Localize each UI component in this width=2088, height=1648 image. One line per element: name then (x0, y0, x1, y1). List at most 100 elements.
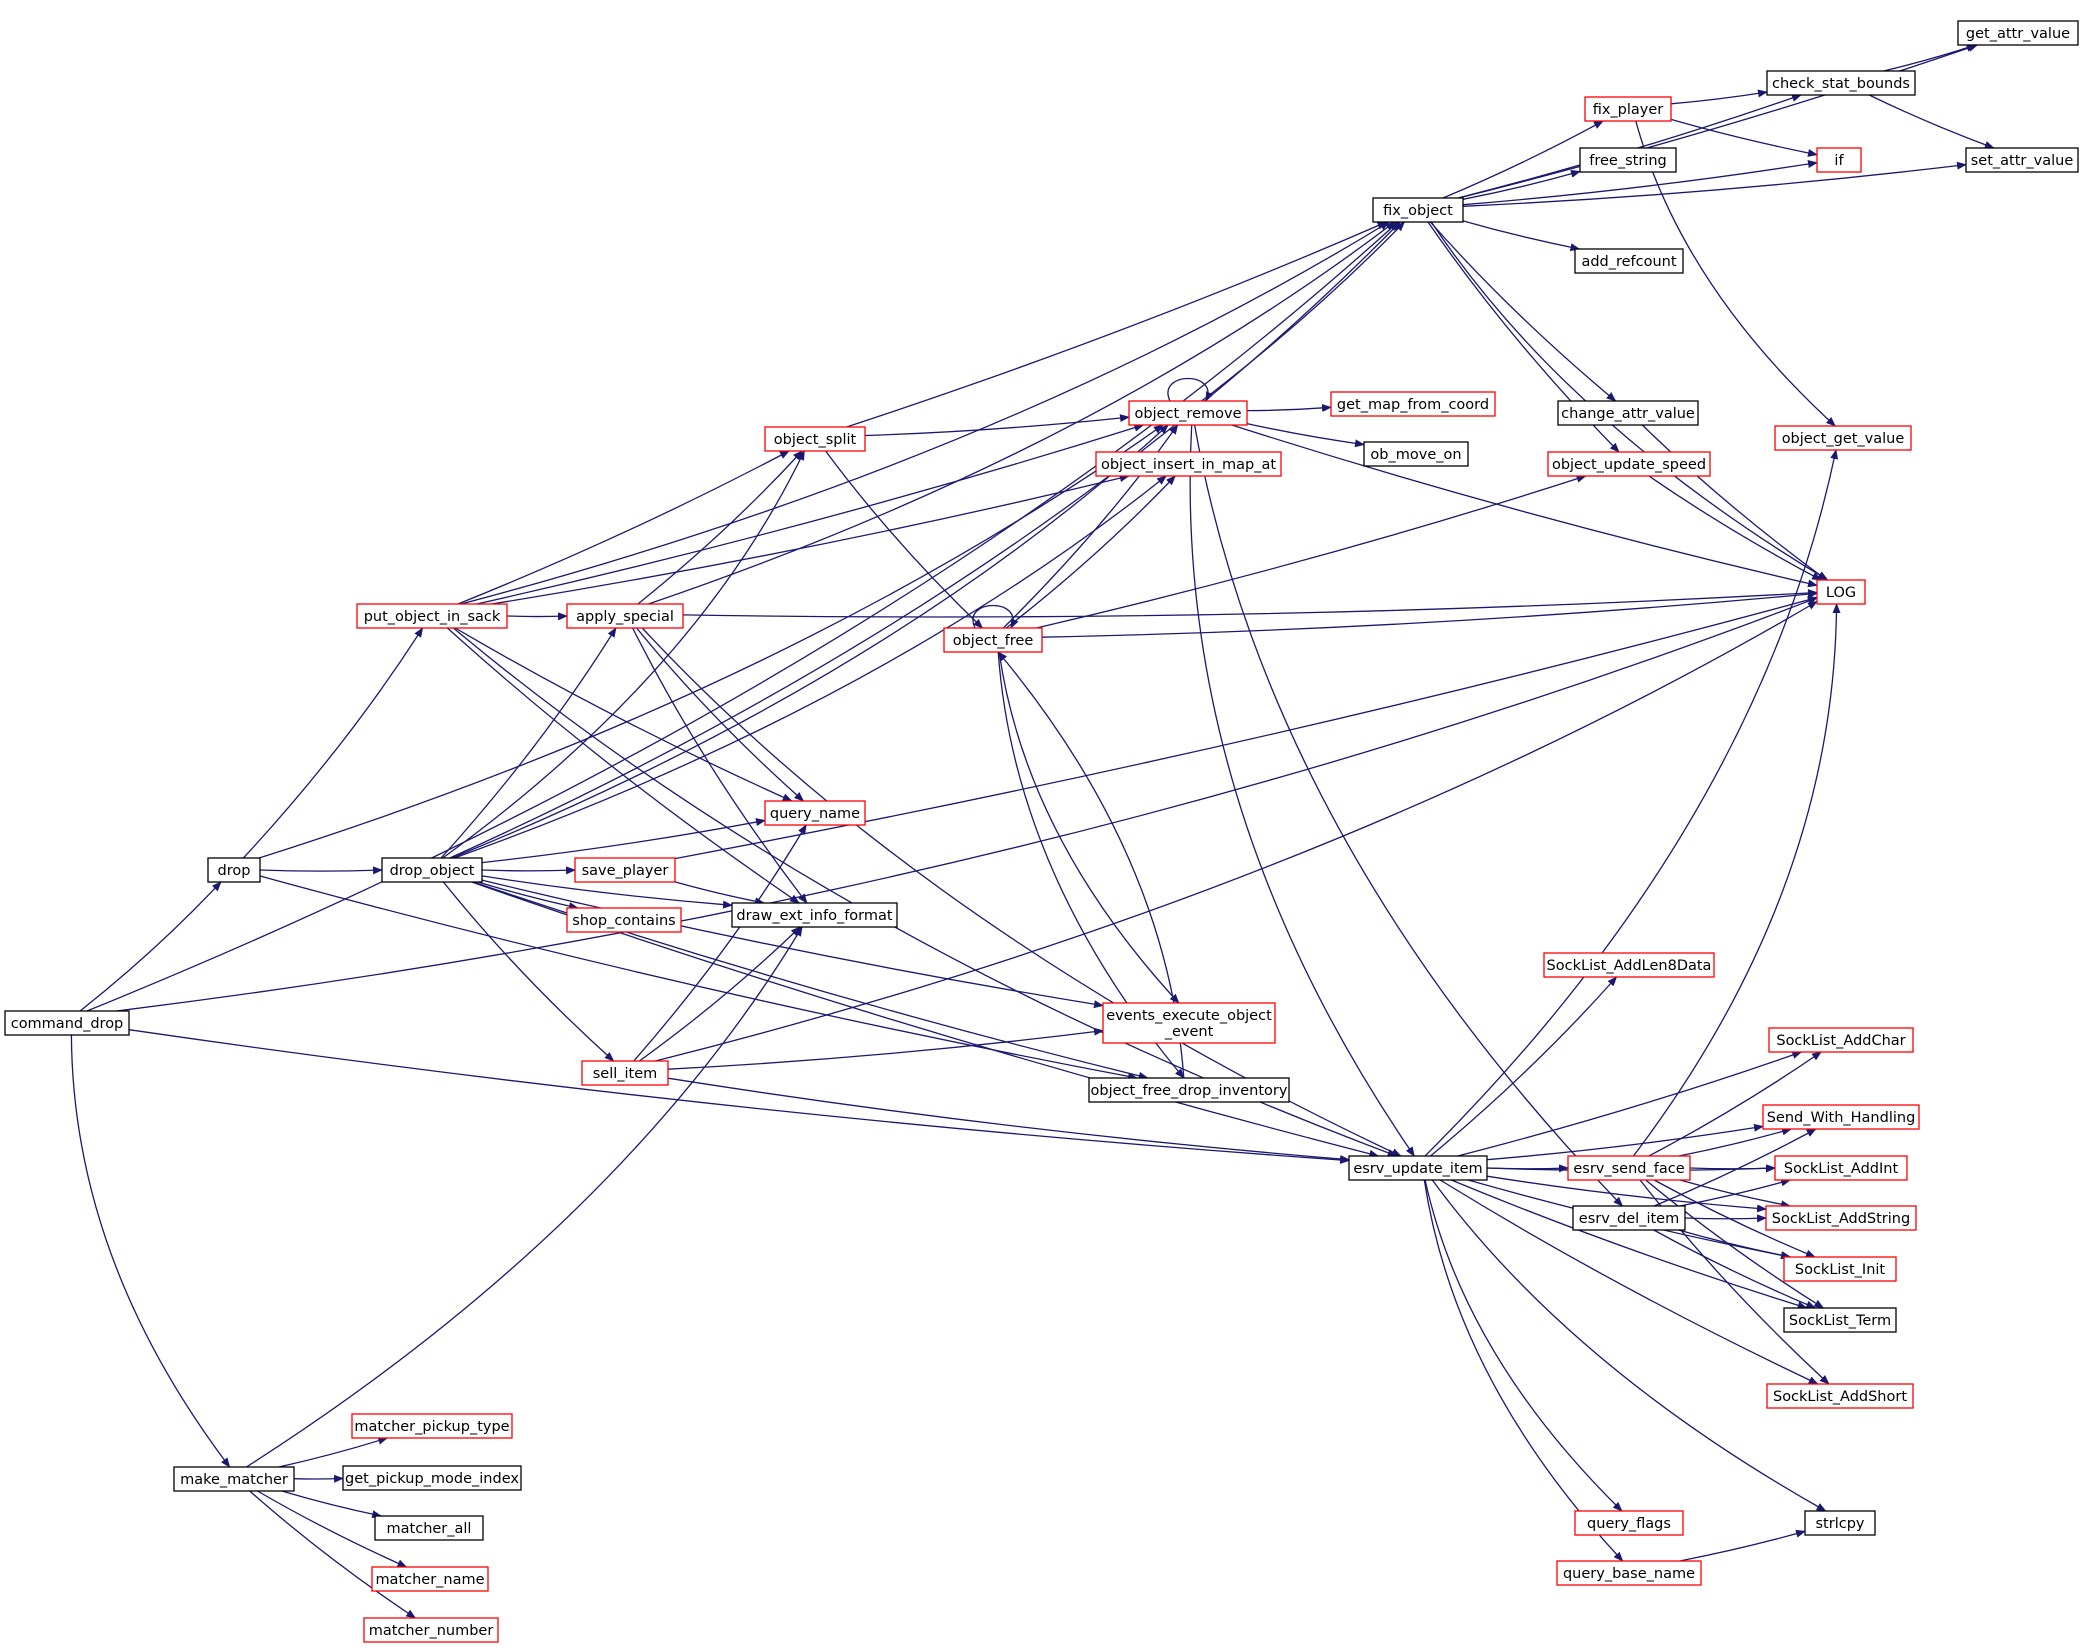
node-box[interactable] (764, 800, 866, 826)
node-box[interactable] (1816, 579, 1866, 605)
node-box[interactable] (1095, 451, 1282, 477)
node-box[interactable] (371, 1566, 489, 1592)
node-object_remove[interactable]: object_remove (1128, 400, 1248, 426)
node-esrv_update_item[interactable]: esrv_update_item (1348, 1155, 1488, 1181)
node-matcher_name[interactable]: matcher_name (371, 1566, 489, 1592)
node-events_execute_object_event[interactable]: events_execute_object_event (1102, 1002, 1276, 1044)
node-box[interactable] (381, 857, 483, 883)
node-check_stat_bounds[interactable]: check_stat_bounds (1766, 70, 1916, 96)
node-sell_item[interactable]: sell_item (581, 1060, 669, 1086)
node-box[interactable] (1768, 1027, 1914, 1053)
node-fix_player[interactable]: fix_player (1584, 96, 1672, 122)
node-box[interactable] (1547, 451, 1711, 477)
node-box[interactable] (1102, 1002, 1276, 1044)
node-box[interactable] (1584, 96, 1672, 122)
node-box[interactable] (1957, 20, 2079, 46)
node-apply_special[interactable]: apply_special (566, 603, 684, 629)
node-add_refcount[interactable]: add_refcount (1574, 248, 1684, 274)
node-get_pickup_mode_index[interactable]: get_pickup_mode_index (342, 1465, 522, 1491)
node-matcher_all[interactable]: matcher_all (374, 1515, 484, 1541)
node-free_string[interactable]: free_string (1579, 147, 1677, 173)
node-get_attr_value[interactable]: get_attr_value (1957, 20, 2079, 46)
node-box[interactable] (1543, 952, 1715, 978)
node-box[interactable] (4, 1010, 130, 1036)
node-box[interactable] (1572, 1205, 1686, 1231)
node-object_free[interactable]: object_free (943, 627, 1043, 653)
node-box[interactable] (1574, 248, 1684, 274)
node-box[interactable] (1088, 1077, 1290, 1103)
node-box[interactable] (1766, 1383, 1914, 1409)
node-box[interactable] (351, 1413, 513, 1439)
node-box[interactable] (1556, 1560, 1702, 1586)
node-matcher_pickup_type[interactable]: matcher_pickup_type (351, 1413, 513, 1439)
node-box[interactable] (356, 603, 508, 629)
node-box[interactable] (731, 902, 898, 928)
node-box[interactable] (764, 426, 866, 452)
node-strlcpy[interactable]: strlcpy (1804, 1510, 1876, 1536)
node-SockList_Term[interactable]: SockList_Term (1783, 1307, 1897, 1333)
node-box[interactable] (1774, 425, 1912, 451)
node-SockList_AddString[interactable]: SockList_AddString (1765, 1205, 1917, 1231)
node-box[interactable] (1762, 1104, 1920, 1130)
node-object_get_value[interactable]: object_get_value (1774, 425, 1912, 451)
node-object_split[interactable]: object_split (764, 426, 866, 452)
node-box[interactable] (566, 907, 682, 933)
node-box[interactable] (374, 1515, 484, 1541)
node-box[interactable] (173, 1466, 295, 1492)
node-esrv_send_face[interactable]: esrv_send_face (1567, 1155, 1691, 1181)
node-put_object_in_sack[interactable]: put_object_in_sack (356, 603, 508, 629)
node-box[interactable] (1774, 1155, 1908, 1181)
node-box[interactable] (1816, 147, 1862, 173)
node-box[interactable] (207, 857, 261, 883)
node-change_attr_value[interactable]: change_attr_value (1557, 400, 1699, 426)
node-box[interactable] (1574, 1510, 1684, 1536)
node-object_insert_in_map_at[interactable]: object_insert_in_map_at (1095, 451, 1282, 477)
node-fix_object[interactable]: fix_object (1372, 197, 1464, 223)
node-box[interactable] (1372, 197, 1464, 223)
node-SockList_AddChar[interactable]: SockList_AddChar (1768, 1027, 1914, 1053)
node-box[interactable] (566, 603, 684, 629)
node-save_player[interactable]: save_player (574, 857, 676, 883)
node-box[interactable] (1804, 1510, 1876, 1536)
node-box[interactable] (1567, 1155, 1691, 1181)
node-box[interactable] (1783, 1256, 1897, 1282)
node-box[interactable] (1363, 441, 1469, 467)
node-get_map_from_coord[interactable]: get_map_from_coord (1330, 391, 1496, 417)
node-esrv_del_item[interactable]: esrv_del_item (1572, 1205, 1686, 1231)
node-if[interactable]: if (1816, 147, 1862, 173)
node-box[interactable] (1965, 147, 2079, 173)
node-query_base_name[interactable]: query_base_name (1556, 1560, 1702, 1586)
node-SockList_AddLen8Data[interactable]: SockList_AddLen8Data (1543, 952, 1715, 978)
node-command_drop[interactable]: command_drop (4, 1010, 130, 1036)
node-draw_ext_info_format[interactable]: draw_ext_info_format (731, 902, 898, 928)
node-box[interactable] (1783, 1307, 1897, 1333)
node-box[interactable] (581, 1060, 669, 1086)
node-shop_contains[interactable]: shop_contains (566, 907, 682, 933)
node-Send_With_Handling[interactable]: Send_With_Handling (1762, 1104, 1920, 1130)
node-SockList_AddInt[interactable]: SockList_AddInt (1774, 1155, 1908, 1181)
node-ob_move_on[interactable]: ob_move_on (1363, 441, 1469, 467)
node-box[interactable] (1579, 147, 1677, 173)
node-make_matcher[interactable]: make_matcher (173, 1466, 295, 1492)
node-box[interactable] (1765, 1205, 1917, 1231)
node-SockList_AddShort[interactable]: SockList_AddShort (1766, 1383, 1914, 1409)
node-box[interactable] (1330, 391, 1496, 417)
node-drop[interactable]: drop (207, 857, 261, 883)
node-box[interactable] (363, 1617, 499, 1643)
node-set_attr_value[interactable]: set_attr_value (1965, 147, 2079, 173)
node-query_name[interactable]: query_name (764, 800, 866, 826)
node-LOG[interactable]: LOG (1816, 579, 1866, 605)
node-box[interactable] (342, 1465, 522, 1491)
node-box[interactable] (1557, 400, 1699, 426)
node-object_free_drop_inventory[interactable]: object_free_drop_inventory (1088, 1077, 1290, 1103)
node-box[interactable] (574, 857, 676, 883)
node-query_flags[interactable]: query_flags (1574, 1510, 1684, 1536)
node-box[interactable] (1766, 70, 1916, 96)
node-object_update_speed[interactable]: object_update_speed (1547, 451, 1711, 477)
node-drop_object[interactable]: drop_object (381, 857, 483, 883)
node-matcher_number[interactable]: matcher_number (363, 1617, 499, 1643)
node-SockList_Init[interactable]: SockList_Init (1783, 1256, 1897, 1282)
node-box[interactable] (1128, 400, 1248, 426)
node-box[interactable] (943, 627, 1043, 653)
node-box[interactable] (1348, 1155, 1488, 1181)
